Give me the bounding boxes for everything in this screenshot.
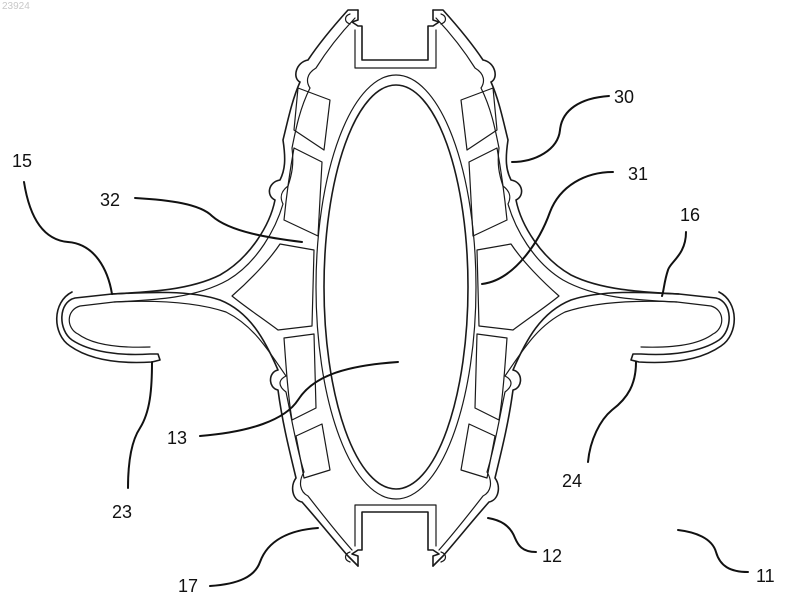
top-slot: [352, 10, 439, 60]
leader-30: [512, 96, 609, 162]
leader-11: [678, 530, 748, 572]
central-ellipse: [324, 85, 468, 489]
inner-contour-right-lower: [439, 301, 677, 550]
left-chambers: [232, 88, 330, 478]
leader-17: [210, 528, 318, 586]
label-13: 13: [167, 428, 187, 448]
label-30: 30: [614, 87, 634, 107]
central-ellipse-wall: [316, 75, 476, 499]
label-11: 11: [756, 566, 775, 586]
leader-31: [482, 172, 613, 284]
bottom-slot: [352, 512, 439, 566]
document-id: 23924: [2, 1, 30, 12]
reference-numerals: 15 32 30 31 16 13 23 24 17 12 11: [12, 87, 775, 596]
inner-contour-left-lower: [114, 301, 352, 550]
label-16: 16: [680, 205, 700, 225]
label-23: 23: [112, 502, 132, 522]
right-hook-upper: [441, 14, 446, 24]
leader-16: [662, 232, 686, 296]
label-15: 15: [12, 151, 32, 171]
leader-12: [488, 518, 536, 552]
leader-13: [200, 362, 398, 436]
label-12: 12: [542, 546, 562, 566]
outer-contour-right-lower: [433, 292, 679, 566]
left-hook-upper: [346, 14, 351, 24]
label-31: 31: [628, 164, 648, 184]
leader-23: [128, 362, 152, 488]
label-32: 32: [100, 190, 120, 210]
leader-24: [588, 362, 636, 462]
label-17: 17: [178, 576, 198, 596]
leader-15: [24, 182, 112, 294]
bottom-slot-inner: [355, 505, 436, 546]
top-slot-inner: [355, 30, 436, 68]
outer-contour-left-lower: [112, 292, 358, 566]
label-24: 24: [562, 471, 582, 491]
